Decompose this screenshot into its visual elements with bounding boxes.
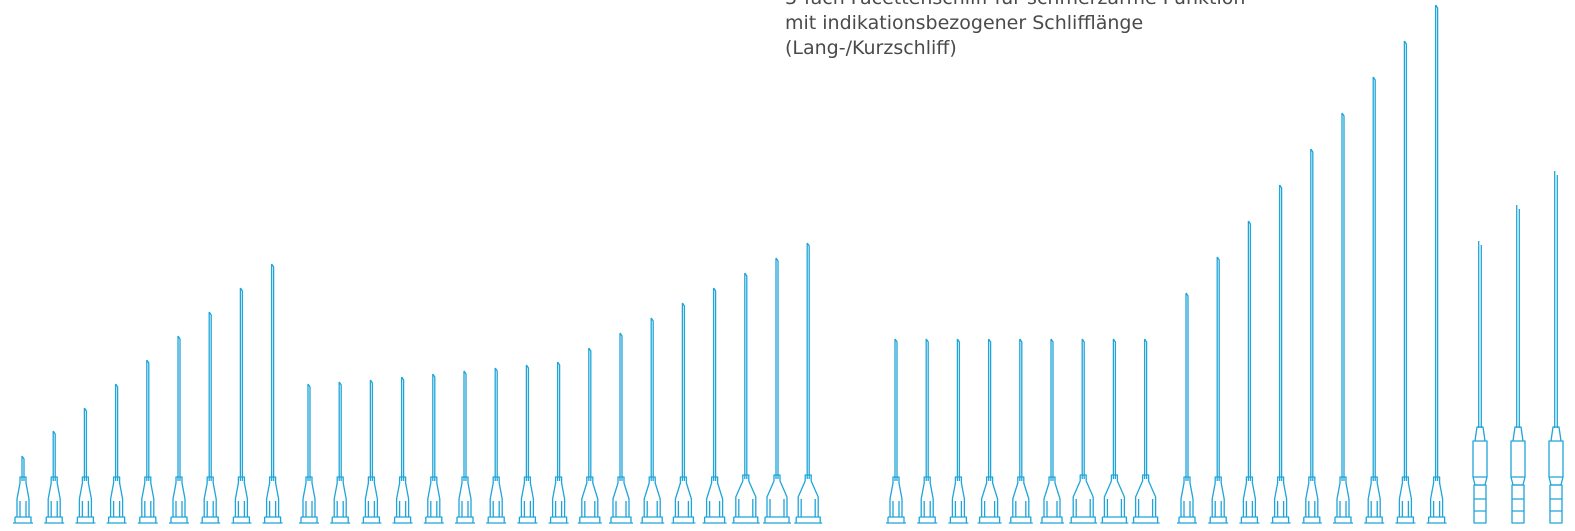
- caption-line-3: (Lang-/Kurzschliff): [785, 37, 957, 59]
- caption-line-2: mit indikationsbezogener Schlifflänge: [785, 12, 1144, 34]
- needle-group-c-7: [1069, 338, 1098, 524]
- needle-group-c-1: [886, 338, 906, 524]
- needle-group-b-2: [330, 381, 351, 524]
- needle-group-b-1: [299, 383, 319, 524]
- needle-group-b-7: [486, 367, 507, 524]
- needle-group-b-14: [702, 287, 727, 524]
- needle-group-c-4: [977, 338, 1002, 524]
- needle-group-d-9: [1426, 4, 1447, 524]
- needle-group-a-9: [262, 263, 283, 524]
- needle-group-d-2: [1208, 256, 1229, 524]
- needle-group-e-2: [1510, 205, 1526, 524]
- needle-group-d-1: [1177, 292, 1197, 524]
- needle-group-b-3: [361, 379, 382, 524]
- needle-group-e-1: [1472, 241, 1488, 524]
- needle-group-a-5: [137, 359, 158, 524]
- needle-group-b-11: [609, 332, 633, 524]
- needle-group-a-8: [231, 287, 252, 524]
- needle-group-a-4: [106, 383, 127, 524]
- needle-group-b-8: [517, 364, 538, 524]
- needle-group-a-7: [200, 311, 221, 524]
- needle-group-b-12: [640, 317, 665, 524]
- needle-group-a-1: [13, 455, 33, 524]
- caption-block: 3-fach Facettenschliff für schmerzarme P…: [763, 0, 1363, 61]
- needle-group-b-15: [731, 272, 760, 524]
- needle-group-c-6: [1040, 338, 1064, 524]
- needle-group-c-2: [917, 338, 938, 524]
- needle-group-b-5: [423, 373, 444, 524]
- needle-group-e-3: [1548, 171, 1564, 524]
- needle-group-b-9: [548, 361, 569, 524]
- needle-group-c-5: [1008, 338, 1033, 524]
- needle-group-a-6: [169, 335, 189, 524]
- needle-group-d-4: [1270, 184, 1291, 524]
- needle-group-b-16: [763, 257, 791, 524]
- needle-group-d-6: [1333, 112, 1353, 524]
- needle-group-b-10: [577, 347, 602, 524]
- needle-group-b-4: [392, 376, 413, 524]
- needle-group-b-6: [455, 370, 475, 524]
- needle-group-d-7: [1364, 76, 1385, 524]
- needle-group-a-2: [44, 430, 65, 524]
- needle-group-c-9: [1131, 338, 1160, 524]
- needle-group-d-8: [1395, 40, 1416, 524]
- needle-group-d-5: [1301, 148, 1322, 524]
- needle-group-b-17: [794, 242, 823, 524]
- needle-group-c-8: [1100, 338, 1129, 524]
- needle-group-b-13: [671, 302, 696, 524]
- caption-line-1: 3-fach Facettenschliff für schmerzarme P…: [763, 0, 1363, 11]
- needle-group-c-3: [948, 338, 969, 524]
- needle-group-d-3: [1239, 220, 1260, 524]
- needle-group-a-3: [75, 407, 96, 524]
